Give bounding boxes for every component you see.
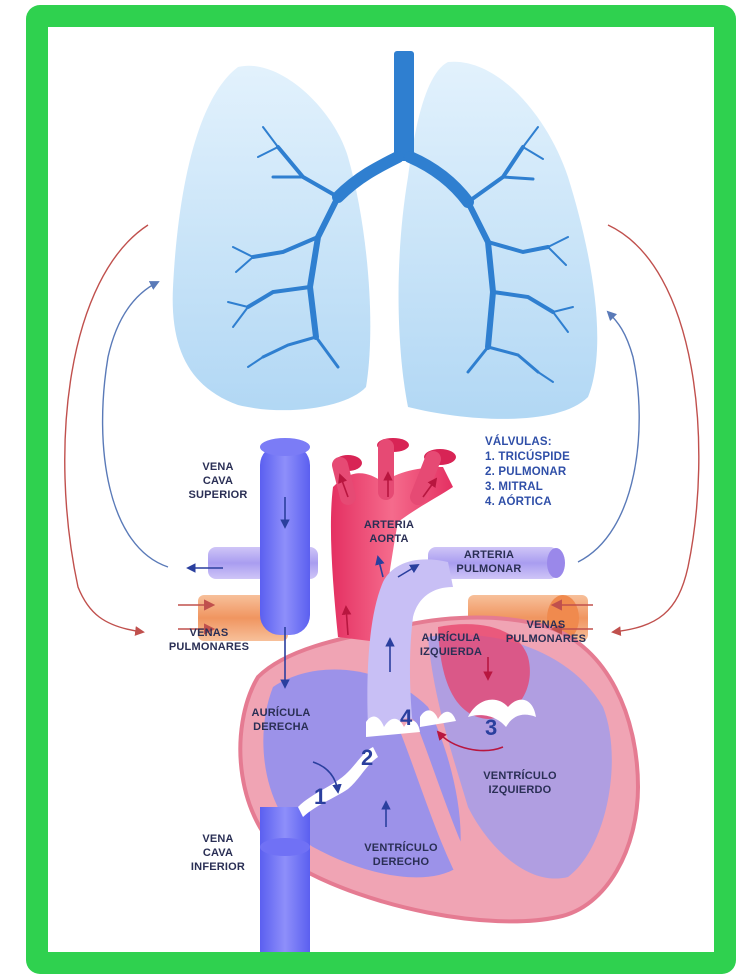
left-inner-blue-arrow [103,282,168,567]
heart [178,438,638,952]
svg-text:PULMONARES: PULMONARES [169,641,249,653]
svg-text:VENTRÍCULO: VENTRÍCULO [364,841,438,854]
valve-number-3: 3 [485,715,497,740]
valves-legend-item: 2. PULMONAR [485,466,567,478]
svg-text:AORTA: AORTA [369,533,408,545]
svg-text:ARTERIA: ARTERIA [364,519,414,531]
green-frame: 1 2 3 4 VENA CAVA SUPERIOR VENAS PULMONA… [26,5,736,974]
svg-text:VENA: VENA [202,461,233,473]
right-lung [173,66,371,410]
svg-text:DERECHA: DERECHA [253,721,309,733]
label-vena-cava-superior: VENA CAVA SUPERIOR [188,461,247,501]
svg-text:AURÍCULA: AURÍCULA [251,706,310,719]
right-outer-red-arrow [608,225,699,632]
svg-text:VENA: VENA [202,833,233,845]
svg-text:CAVA: CAVA [203,475,233,487]
svg-text:INFERIOR: INFERIOR [191,861,245,873]
valves-legend-item: 1. TRICÚSPIDE [485,450,570,463]
label-vena-cava-inferior: VENA CAVA INFERIOR [191,833,245,873]
diagram-canvas: 1 2 3 4 VENA CAVA SUPERIOR VENAS PULMONA… [48,27,714,952]
valves-legend-item: 3. MITRAL [485,481,543,493]
svg-text:PULMONARES: PULMONARES [506,633,586,645]
left-lung [399,62,598,419]
svg-text:ARTERIA: ARTERIA [464,549,514,561]
valve-number-1: 1 [314,784,326,809]
lungs [173,51,598,419]
valve-number-2: 2 [361,745,373,770]
valves-legend: VÁLVULAS: 1. TRICÚSPIDE 2. PULMONAR 3. M… [485,435,570,508]
svg-text:DERECHO: DERECHO [373,856,430,868]
svg-text:SUPERIOR: SUPERIOR [188,489,247,501]
heart-lung-diagram: 1 2 3 4 VENA CAVA SUPERIOR VENAS PULMONA… [48,27,714,952]
svg-text:PULMONAR: PULMONAR [456,563,521,575]
svg-text:AURÍCULA: AURÍCULA [421,631,480,644]
valve-number-4: 4 [400,705,413,730]
svg-text:VENTRÍCULO: VENTRÍCULO [483,769,557,782]
inferior-vena-cava [260,807,310,952]
svg-text:VENAS: VENAS [190,627,229,639]
svg-text:IZQUIERDO: IZQUIERDO [489,784,552,796]
superior-vena-cava [260,445,310,635]
svg-text:CAVA: CAVA [203,847,233,859]
valves-legend-item: 4. AÓRTICA [485,495,552,508]
svg-text:VENAS: VENAS [527,619,566,631]
svg-text:IZQUIERDA: IZQUIERDA [420,646,482,658]
left-outer-red-arrow [65,225,148,632]
valves-legend-title: VÁLVULAS: [485,435,552,448]
